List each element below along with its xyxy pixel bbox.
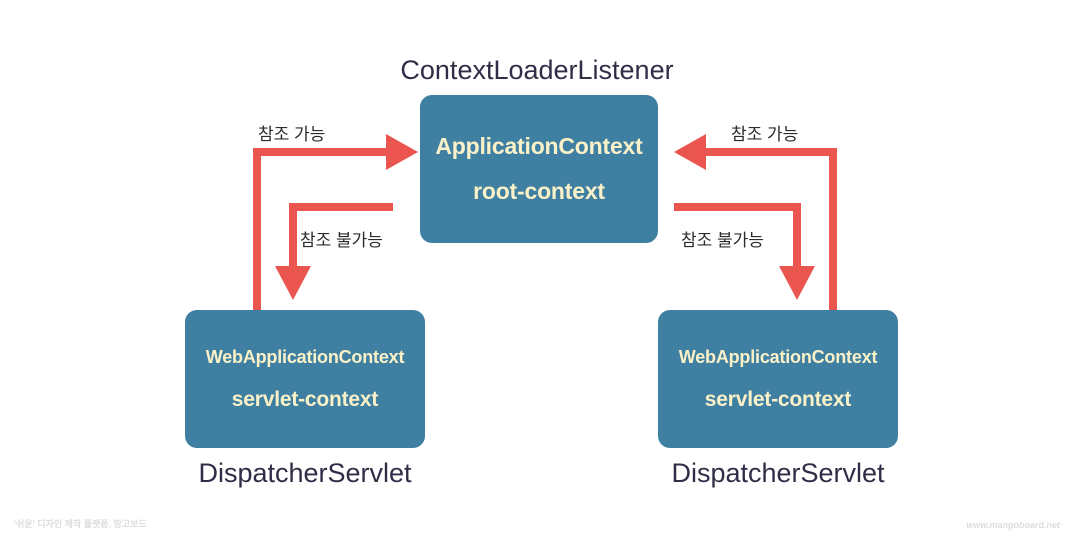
application-context-label: ApplicationContext: [435, 133, 643, 159]
application-context-box[interactable]: ApplicationContext root-context: [420, 95, 658, 243]
arrow-right-reference-allowed: [674, 134, 837, 310]
left-dispatcher-servlet-caption: DispatcherServlet: [198, 458, 412, 488]
arrow-label-left-reference-allowed: 참조 가능: [258, 125, 326, 144]
arrow-label-right-reference-allowed: 참조 가능: [731, 125, 799, 144]
right-web-application-context-label: WebApplicationContext: [678, 346, 878, 367]
arrow-left-reference-denied: [275, 203, 393, 300]
arrow-left-reference-allowed: [253, 134, 418, 310]
root-context-label: root-context: [473, 178, 605, 204]
watermark-left: '쉬운' 디자인 제작 플랫폼, 망고보드: [14, 519, 147, 529]
right-dispatcher-servlet-caption: DispatcherServlet: [671, 458, 885, 488]
watermark-right: www.mangoboard.net: [966, 520, 1060, 530]
arrow-label-left-reference-denied: 참조 불가능: [300, 231, 383, 250]
root-context-caption: ContextLoaderListener: [400, 55, 674, 85]
right-web-application-context-box[interactable]: WebApplicationContext servlet-context: [658, 310, 898, 448]
arrow-label-right-reference-denied: 참조 불가능: [681, 231, 764, 250]
arrow-right-reference-denied: [674, 203, 815, 300]
left-servlet-context-label: servlet-context: [231, 387, 379, 411]
right-servlet-context-label: servlet-context: [704, 387, 852, 411]
left-web-application-context-box[interactable]: WebApplicationContext servlet-context: [185, 310, 425, 448]
left-web-application-context-label: WebApplicationContext: [205, 346, 405, 367]
